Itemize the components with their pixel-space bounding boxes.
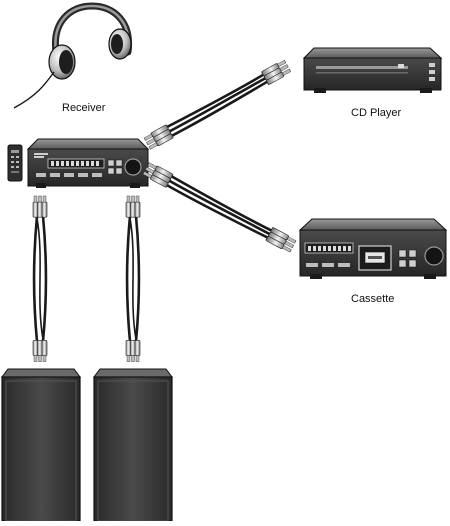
speaker-icon xyxy=(1,368,81,522)
rca-cable-icon xyxy=(31,194,49,363)
receiver-label: Receiver xyxy=(62,102,106,114)
cd-player-icon xyxy=(302,47,443,93)
receiver-icon xyxy=(26,138,150,188)
remote-icon xyxy=(7,144,23,182)
speaker-icon xyxy=(93,368,173,522)
cd-player-label: CD Player xyxy=(351,107,402,119)
rca-cable-icon xyxy=(140,160,299,255)
headphones-icon xyxy=(13,2,133,109)
cassette-deck-icon xyxy=(298,218,448,279)
rca-cable-icon xyxy=(141,57,293,152)
rca-cable-icon xyxy=(124,194,142,363)
cassette-label: Cassette xyxy=(351,293,395,305)
